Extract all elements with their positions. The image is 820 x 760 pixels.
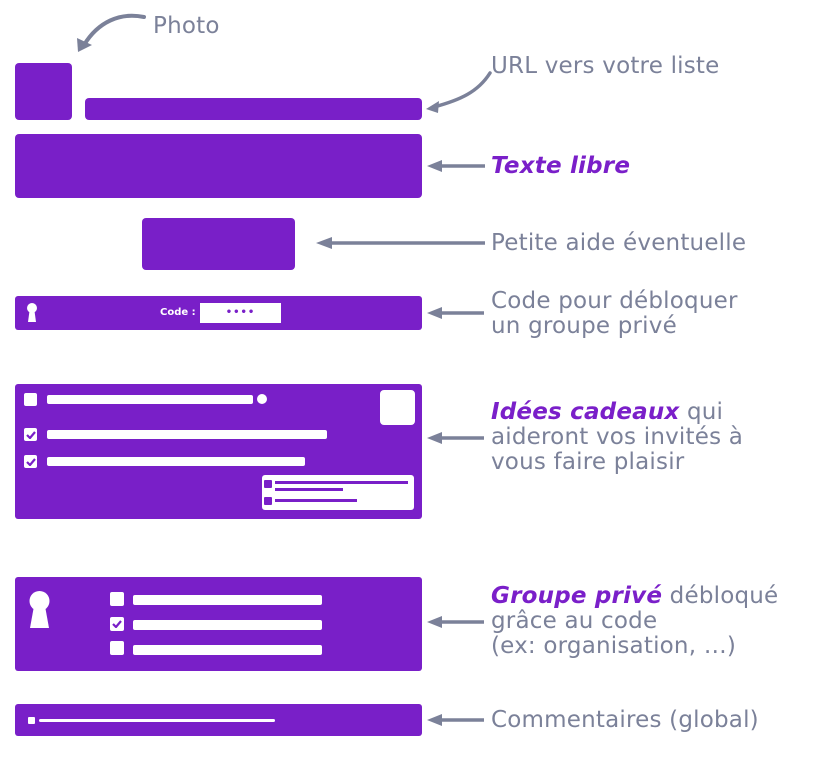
check-icon: [112, 620, 122, 628]
comments-bar: [15, 704, 422, 736]
photo-arrow: [82, 13, 146, 47]
mini-card-line: [275, 488, 343, 491]
gift-ideas-panel: [15, 384, 422, 519]
label-help: Petite aide éventuelle: [491, 230, 747, 256]
label-free-text-emphasis: Texte libre: [491, 153, 631, 179]
gift-item-2-text: [47, 430, 327, 439]
label-code-line2: un groupe privé: [491, 313, 677, 339]
label-private-group-line2: grâce au code: [491, 608, 658, 634]
private-item-2-text: [133, 620, 322, 630]
private-checkbox-2[interactable]: [110, 617, 124, 631]
url-arrow: [432, 71, 492, 109]
label-url: URL vers votre liste: [491, 53, 720, 79]
label-private-group: Groupe privé débloqué grâce au code (ex:…: [491, 584, 778, 659]
url-bar: [85, 98, 422, 120]
label-gifts-line2: aideront vos invités à: [491, 424, 744, 450]
label-gifts-emphasis: Idées cadeaux: [491, 399, 680, 425]
label-comments: Commentaires (global): [491, 707, 759, 733]
code-label: Code :: [160, 307, 196, 318]
label-private-group-rest: débloqué: [662, 583, 779, 609]
label-code: Code pour débloquer un groupe privé: [491, 289, 738, 339]
private-checkbox-3[interactable]: [110, 641, 124, 655]
gift-thumbnail: [380, 390, 415, 425]
mini-card-checkbox-1: [264, 480, 272, 488]
private-item-1-text: [133, 595, 322, 605]
mini-card-line: [275, 499, 357, 502]
mini-card-checkbox-2: [264, 497, 272, 505]
private-group-panel: [15, 577, 422, 671]
gift-item-1-dot: [257, 394, 267, 404]
gift-item-1-text: [47, 395, 253, 404]
label-gifts-rest: qui: [679, 399, 724, 425]
gift-item-3-text: [47, 457, 305, 466]
private-checkbox-1[interactable]: [110, 592, 124, 606]
free-text-block: [15, 134, 422, 198]
gift-mini-card: [262, 475, 414, 510]
label-private-group-emphasis: Groupe privé: [491, 583, 663, 609]
label-gifts: Idées cadeaux qui aideront vos invités à…: [491, 400, 743, 475]
private-item-3-text: [133, 645, 322, 655]
label-photo: Photo: [153, 13, 220, 39]
comment-line: [39, 719, 275, 722]
comment-square-icon: [28, 717, 35, 724]
help-block: [142, 218, 295, 270]
label-code-line1: Code pour débloquer: [491, 288, 738, 314]
mini-card-line: [275, 481, 408, 484]
gift-checkbox-3[interactable]: [24, 455, 37, 468]
label-private-group-line3: (ex: organisation, …): [491, 633, 737, 659]
label-free-text: Texte libre: [491, 154, 630, 179]
gift-checkbox-1[interactable]: [24, 393, 37, 406]
check-icon: [25, 430, 36, 439]
photo-placeholder: [15, 63, 72, 120]
code-input[interactable]: ••••: [200, 303, 281, 323]
check-icon: [25, 457, 36, 466]
keyhole-icon: [29, 591, 50, 628]
code-bar: Code : ••••: [15, 296, 422, 330]
label-gifts-line3: vous faire plaisir: [491, 449, 685, 475]
gift-checkbox-2[interactable]: [24, 428, 37, 441]
keyhole-icon: [27, 303, 37, 322]
